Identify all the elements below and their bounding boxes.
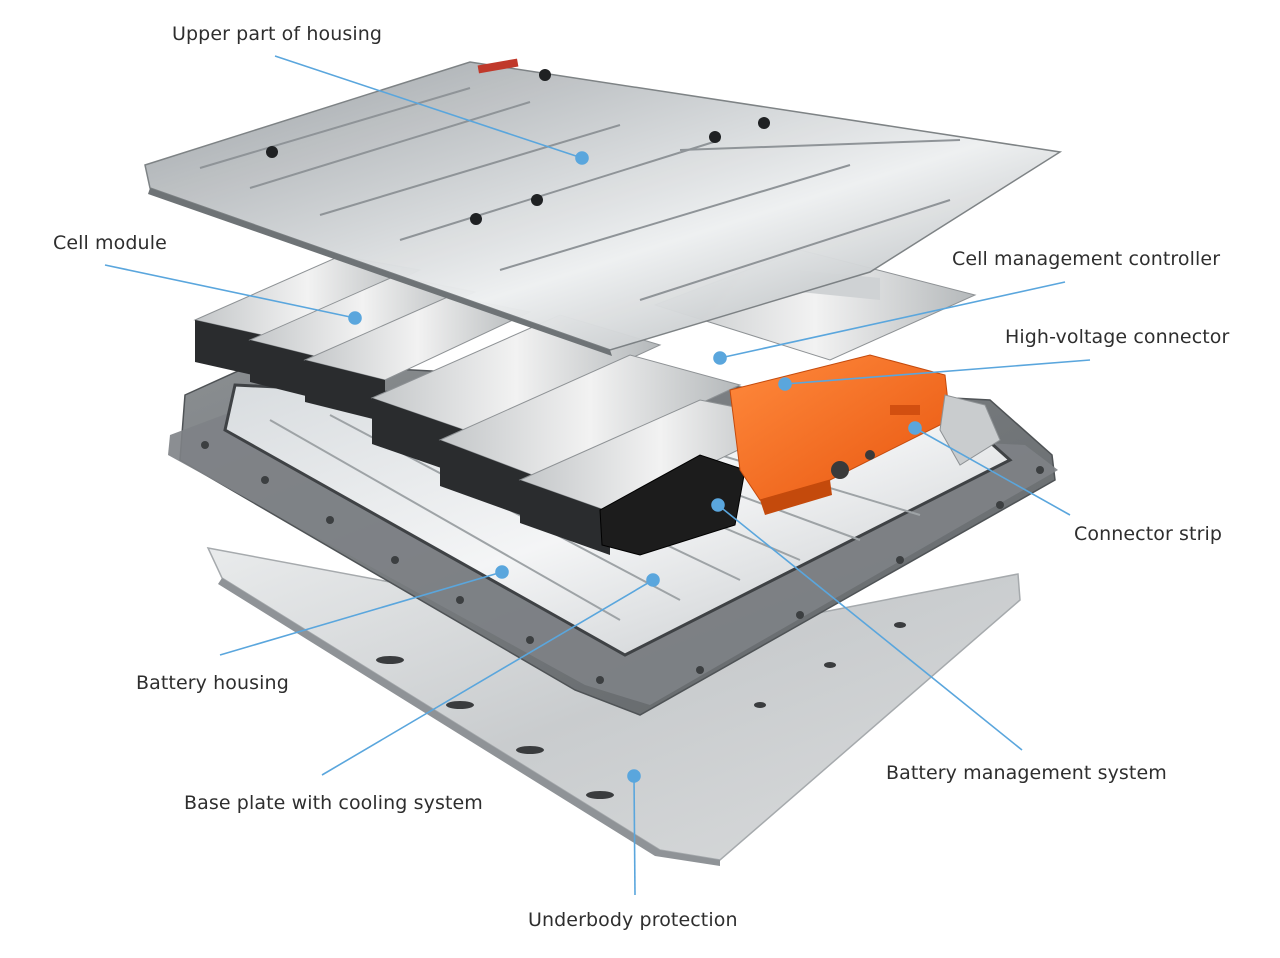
lid-ribs bbox=[199, 87, 961, 301]
label-battery-management-system: Battery management system bbox=[886, 762, 1167, 784]
label-high-voltage-connector: High-voltage connector bbox=[1005, 326, 1230, 348]
underbody-edge bbox=[218, 578, 720, 866]
label-cell-module: Cell module bbox=[53, 232, 167, 254]
leader-lines bbox=[104, 55, 1091, 896]
upper-housing-lid-edge bbox=[148, 188, 612, 356]
underbody-vents bbox=[376, 622, 906, 799]
label-battery-housing: Battery housing bbox=[136, 672, 289, 694]
label-cell-management-controller: Cell management controller bbox=[952, 248, 1221, 270]
label-upper-part-of-housing: Upper part of housing bbox=[172, 23, 383, 45]
label-connector-strip: Connector strip bbox=[1074, 523, 1223, 545]
connector-strip-hardware bbox=[939, 394, 1001, 466]
warning-sticker bbox=[477, 58, 519, 74]
battery-management-unit bbox=[599, 454, 746, 556]
lid-bolts bbox=[266, 69, 770, 225]
label-underbody-protection: Underbody protection bbox=[528, 909, 738, 931]
label-base-plate-with-cooling-system: Base plate with cooling system bbox=[184, 792, 483, 814]
orange-connector-assembly bbox=[729, 354, 951, 515]
housing-bolts bbox=[201, 441, 1044, 684]
